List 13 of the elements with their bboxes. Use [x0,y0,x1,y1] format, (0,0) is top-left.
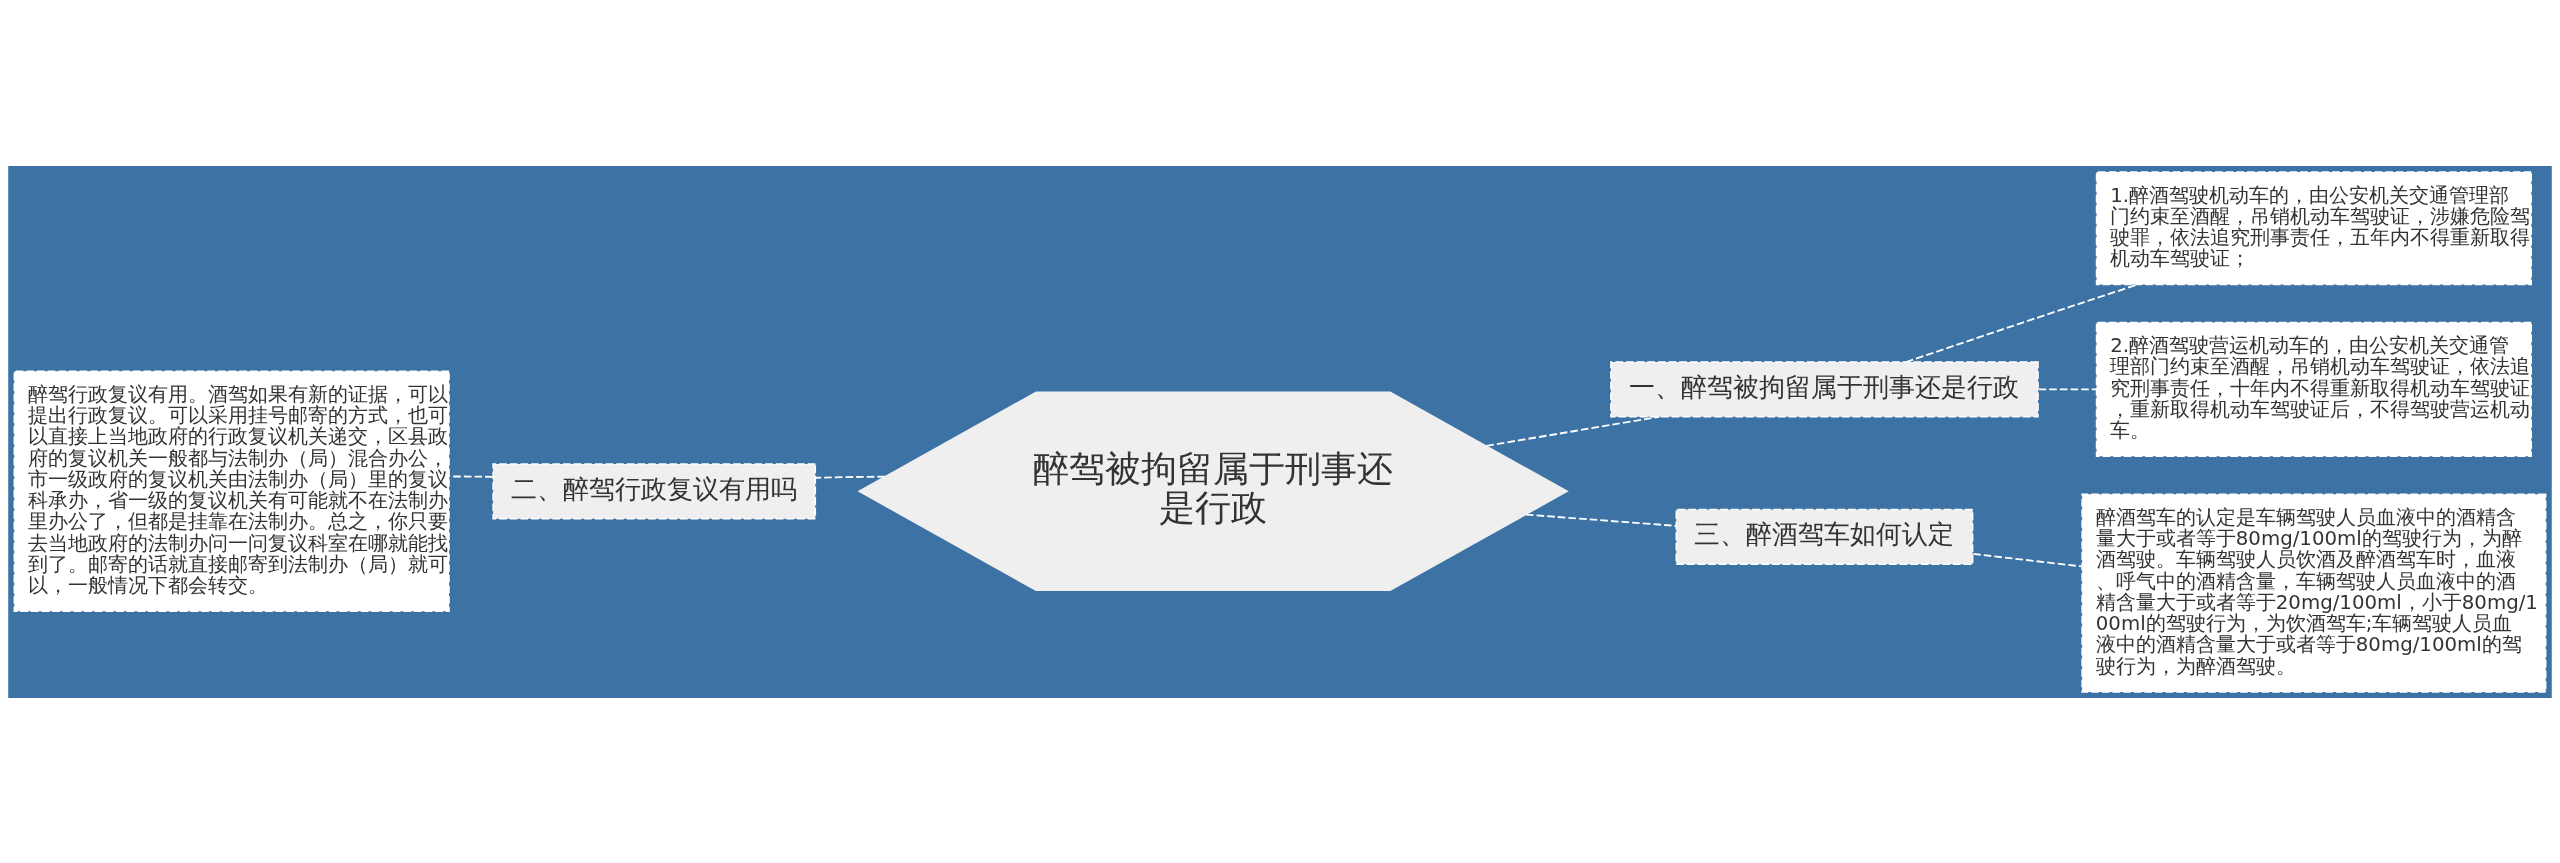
node-box: 三、醉酒驾车如何认定 [1675,508,1974,565]
connector [2037,388,2098,390]
connector [1485,415,1661,447]
node-box: 二、醉驾行政复议有用吗 [492,462,817,519]
node-box: 醉驾行政复议有用。酒驾如果有新的证据，可以提出行政复议。可以采用挂号邮寄的方式，也可以直接上当地政府的行政复议机关递交，区县政府的复议机关一般都与法制办（局）混合办公，市一级政府的复议机关由法制办（局）里的复议科承办，省一级的复议机关有可能就不在法制办里办公了，但都是挂靠在法制办。总之，你只要去当地政府的法制办问一问复议科室在哪就能找到了。邮寄的话就直接邮寄到法制办（局）就可以，一般情况下都会转交。 [13,369,450,612]
node-box: 一、醉驾被拘留属于刑事还是行政 [1610,360,2039,418]
node-box: 1.醉酒驾驶机动车的，由公安机关交通管理部门约束至酒醒，吊销机动车驾驶证，涉嫌危险驾驶罪，依法追究刑事责任，五年内不得重新取得机动车驾驶证； [2095,170,2533,285]
connector [814,475,886,479]
connector [448,475,494,478]
node-box: 醉酒驾车的认定是车辆驾驶人员血液中的酒精含量大于或者等于80mg/100ml的驾驶行为，为醉酒驾驶。车辆驾驶人员饮酒及醉酒驾车时，血液、呼气中的酒精含量，车辆驾驶人员血液中的酒精含量大于或者等于20mg/100ml，小于80mg/100ml的驾驶行为，为饮酒驾车;车辆驾驶人员血液中的酒精含量大于或者等于80mg/100ml的驾驶行为，为醉酒驾驶。 [2081,493,2547,693]
connector [1525,513,1678,527]
connector [1972,552,2083,567]
node-box: 2.醉酒驾驶营运机动车的，由公安机关交通管理部门约束至酒醒，吊销机动车驾驶证，依法追究刑事责任，十年内不得重新取得机动车驾驶证，重新取得机动车驾驶证后，不得驾驶营运机动车。 [2095,321,2533,457]
